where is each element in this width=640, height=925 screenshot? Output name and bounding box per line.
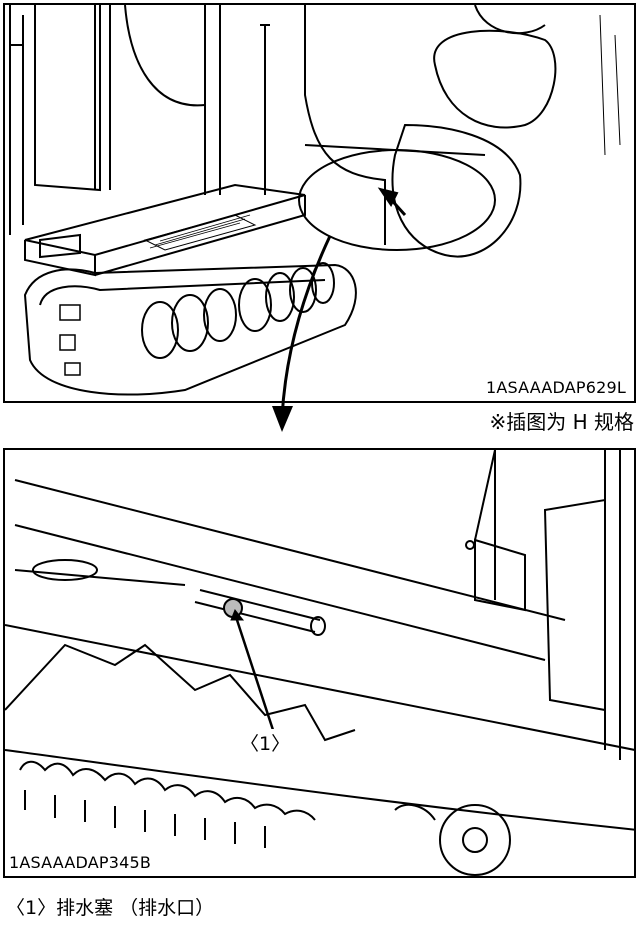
- figure-code-top: 1ASAAADAP629L: [486, 378, 626, 397]
- overview-illustration: 1ASAAADAP629L: [3, 3, 636, 403]
- caption: 〈1〉排水塞 （排水口）: [6, 897, 215, 919]
- detail-illustration: 1ASAAADAP345B: [3, 448, 636, 878]
- callout-label: 〈1〉: [238, 729, 293, 756]
- harvester-overview-drawing: [9, 5, 621, 396]
- spec-note: ※插图为 H 规格: [489, 410, 634, 434]
- drain-plug-detail-drawing: [5, 450, 634, 876]
- figure-code-bottom: 1ASAAADAP345B: [9, 853, 152, 872]
